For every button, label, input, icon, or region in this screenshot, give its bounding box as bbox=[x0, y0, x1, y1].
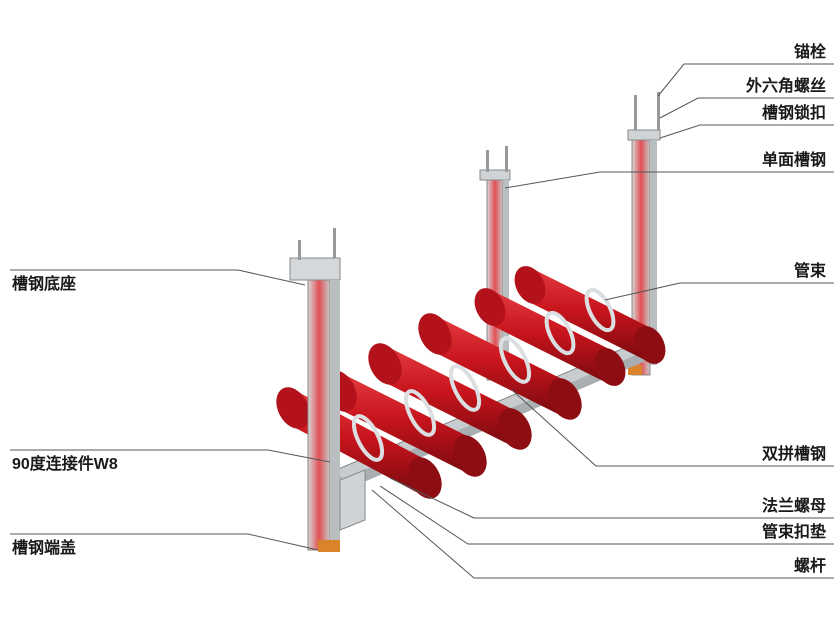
left-post bbox=[289, 228, 366, 552]
label-pipe-clamp: 管束 bbox=[793, 263, 826, 280]
label-single-channel: 单面槽钢 bbox=[761, 152, 826, 169]
label-channel-base: 槽钢底座 bbox=[12, 276, 77, 293]
left-anchor-bolt bbox=[298, 240, 301, 260]
left-end-cap bbox=[318, 540, 340, 552]
pipe-3 bbox=[368, 343, 532, 450]
right-end-cap bbox=[628, 365, 642, 375]
label-hex-bolt: 外六角螺丝 bbox=[745, 78, 826, 95]
left-post-base-plate bbox=[289, 257, 341, 281]
label-flange-nut: 法兰螺母 bbox=[761, 498, 826, 515]
middle-anchor-bolt bbox=[486, 150, 489, 172]
right-post bbox=[627, 92, 661, 376]
left-channel-side bbox=[330, 280, 340, 545]
label-channel-lock: 槽钢锁扣 bbox=[761, 105, 826, 122]
leader-lines bbox=[10, 63, 834, 579]
left-anchor-bolt-2 bbox=[333, 228, 336, 258]
label-end-cap: 槽钢端盖 bbox=[12, 540, 77, 557]
right-anchor-bolt-2 bbox=[657, 92, 660, 130]
label-connector-90: 90度连接件W8 bbox=[12, 456, 118, 473]
left-channel bbox=[307, 279, 331, 551]
label-threaded-rod: 螺杆 bbox=[793, 558, 826, 575]
connector-90 bbox=[339, 469, 366, 531]
pipe-4 bbox=[418, 313, 582, 420]
label-double-channel: 双拼槽钢 bbox=[761, 446, 826, 463]
middle-anchor-bolt-2 bbox=[505, 146, 508, 172]
pipes bbox=[276, 266, 666, 499]
label-anchor-bolt: 锚栓 bbox=[793, 44, 826, 61]
pipe-clamps bbox=[351, 287, 616, 462]
right-post-base-plate bbox=[627, 129, 661, 141]
label-clamp-pad: 管束扣垫 bbox=[761, 524, 826, 541]
right-anchor-bolt bbox=[634, 95, 637, 130]
right-channel-side bbox=[650, 140, 657, 365]
middle-channel-side bbox=[503, 180, 509, 375]
